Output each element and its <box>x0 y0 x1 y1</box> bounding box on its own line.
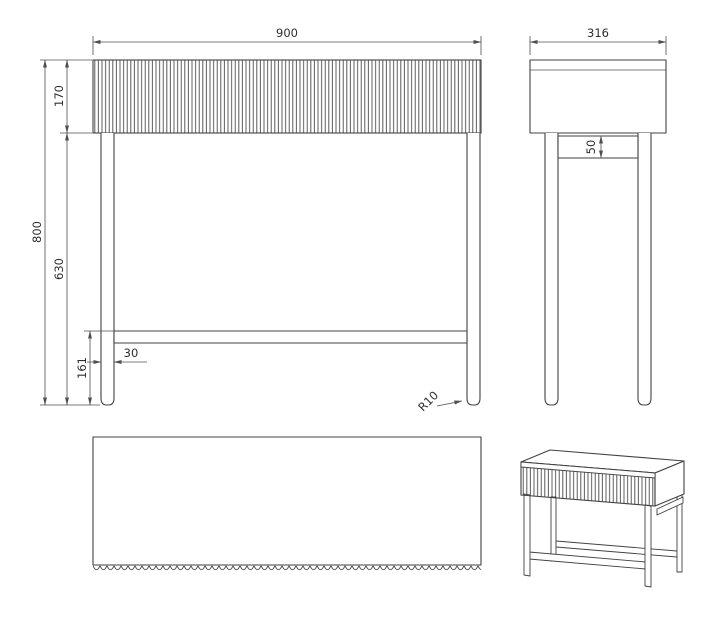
iso-top-edge-lip <box>520 461 656 479</box>
side-back-leg <box>637 133 652 406</box>
side-view-dimensions: 316 50 <box>529 26 667 159</box>
dim-overall-width: 900 <box>276 26 298 40</box>
side-top-panel <box>529 59 667 134</box>
dim-leg-section-height: 630 <box>52 258 66 280</box>
fluted-top-panel <box>92 59 482 134</box>
side-view <box>529 59 667 406</box>
radius-leader-line <box>436 400 463 407</box>
iso-front-right-leg <box>644 504 652 588</box>
dim-leg-thickness: 30 <box>124 346 139 360</box>
dim-overall-depth: 316 <box>587 26 609 40</box>
top-view <box>92 436 482 574</box>
iso-side-rail <box>656 496 684 516</box>
side-front-leg <box>544 133 559 406</box>
left-leg <box>100 133 115 406</box>
dim-stretcher-clearance: 161 <box>75 357 89 379</box>
iso-front-left-leg <box>523 493 531 577</box>
dim-overall-height: 800 <box>30 221 44 243</box>
dim-top-panel-height: 170 <box>52 85 66 107</box>
right-leg <box>466 133 481 406</box>
fluted-edge-wave <box>93 565 481 574</box>
front-stretcher <box>113 330 468 344</box>
dim-leg-corner-radius: R10 <box>415 388 441 414</box>
front-view <box>92 59 482 406</box>
iso-front-stretcher <box>528 551 647 570</box>
side-rail <box>557 135 639 159</box>
iso-back-left-leg <box>550 496 557 562</box>
iso-back-stretcher <box>555 540 678 558</box>
top-view-outline <box>92 436 482 566</box>
dim-side-rail-height: 50 <box>584 140 598 155</box>
perspective-view <box>520 449 685 588</box>
